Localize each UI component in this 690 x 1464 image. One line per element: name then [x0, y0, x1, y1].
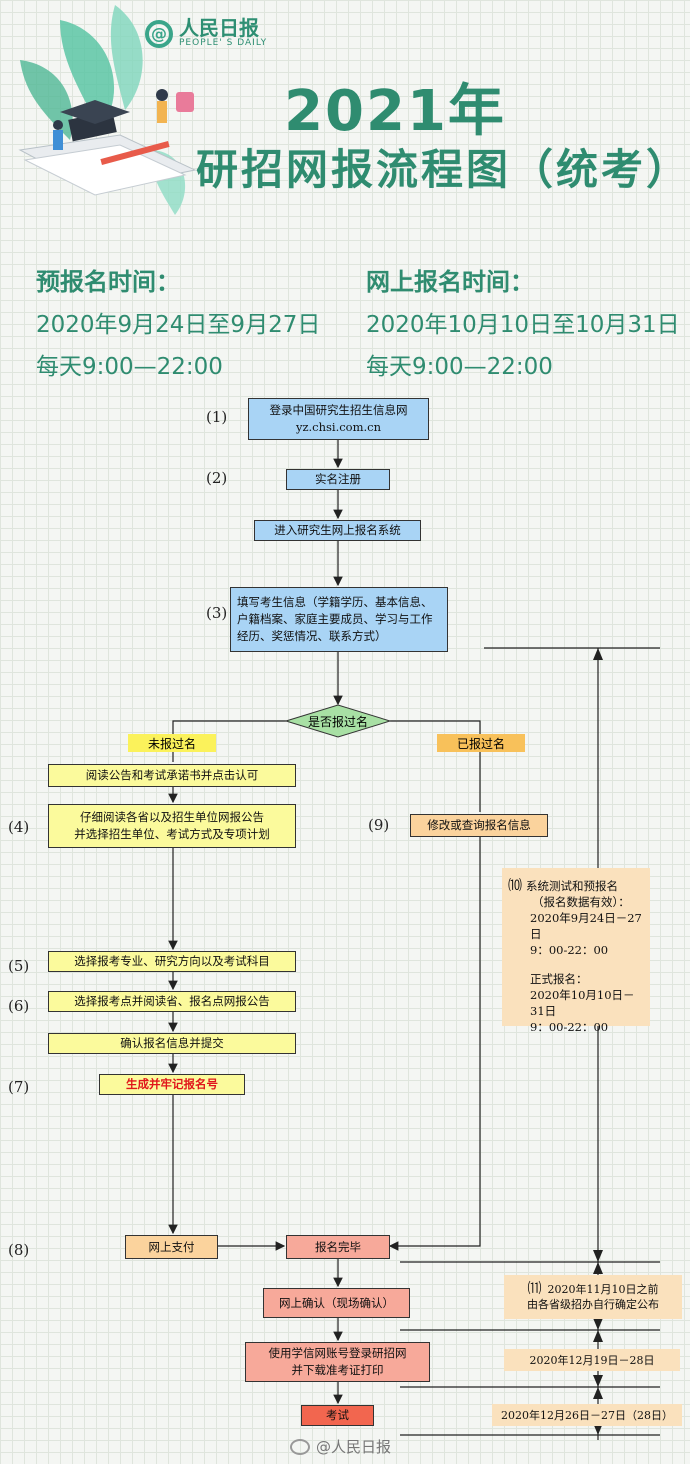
note-line: 2020年9月24日－27日 [530, 911, 642, 941]
weibo-icon [290, 1438, 310, 1455]
logo: @ 人民日报 PEOPLE' S DAILY [145, 18, 267, 49]
exam-period-note: 2020年12月26日－27日（28日） [492, 1404, 682, 1426]
note-line: 2020年10月10日－31日 [530, 988, 635, 1018]
step-number: ⑾ [527, 1281, 542, 1297]
online-registration-hours: 每天9:00—22:00 [366, 354, 553, 380]
connector [388, 837, 481, 1251]
book-page [23, 144, 187, 196]
step-number: ⑽ [508, 878, 522, 894]
note-line: 正式报名： [530, 972, 588, 986]
pencil [100, 141, 170, 165]
online-registration-heading: 网上报名时间： [366, 268, 534, 296]
arrowhead [593, 1387, 603, 1399]
note-line: （报名数据有效）： [532, 895, 630, 909]
person-body [53, 130, 63, 150]
watermark: @人民日报 [290, 1436, 391, 1457]
choose-major-step-box: 选择报考专业、研究方向以及考试科目 [48, 951, 296, 972]
online-registration-date: 2020年10月10日至10月31日 [366, 312, 680, 338]
title-year: 2021年 [284, 79, 506, 144]
print-period-note: 2020年12月19日－28日 [504, 1349, 680, 1371]
read-detail-step-box: 仔细阅读各省以及招生单位网报公告 并选择招生单位、考试方式及专项计划 [48, 804, 296, 848]
arrowhead [593, 1250, 603, 1262]
login-step-text: 登录中国研究生招生信息网 [269, 403, 408, 417]
confirm-submit-step-box: 确认报名信息并提交 [48, 1033, 296, 1054]
modify-info-step-box: 修改或查询报名信息 [410, 814, 548, 837]
pre-registration-hours: 每天9:00—22:00 [36, 354, 223, 380]
note-line: 9：00-22：00 [530, 943, 609, 957]
step-number: (3) [206, 604, 228, 622]
arrowhead [593, 1262, 603, 1274]
note-line: 系统测试和预报名 [526, 879, 618, 893]
confirmation-period-note: ⑾ 2020年11月10日之前 由各省级招办自行确定公布 [504, 1275, 682, 1319]
register-step-box: 实名注册 [286, 469, 390, 490]
note-line: 2020年11月10日之前 [547, 1283, 659, 1296]
step-number: (5) [8, 957, 30, 975]
exam-step-box: 考试 [301, 1405, 374, 1426]
read-detail-line: 并选择招生单位、考试方式及专项计划 [74, 827, 270, 841]
leaf-shape [110, 5, 143, 110]
enter-system-step-box: 进入研究生网上报名系统 [254, 520, 421, 541]
choose-site-step-box: 选择报考点并阅读省、报名点网报公告 [48, 991, 296, 1012]
page-title: 研招网报流程图（统考） [196, 145, 690, 194]
arrowhead [593, 1375, 603, 1387]
pre-registration-heading: 预报名时间： [36, 268, 180, 296]
branch-registered-label: 已报过名 [437, 734, 525, 752]
print-admission-step-box: 使用学信网账号登录研招网 并下载准考证打印 [245, 1342, 430, 1382]
read-notice-step-box: 阅读公告和考试承诺书并点击认可 [48, 764, 296, 787]
arrowhead [593, 1330, 603, 1342]
note-line: 9：00-22：00 [530, 1020, 609, 1034]
decision-diamond [284, 704, 392, 738]
step-number: (2) [206, 469, 228, 487]
decision-label: 是否报过名 [307, 714, 368, 729]
fill-info-step-box: 填写考生信息（学籍学历、基本信息、户籍档案、家庭主要成员、学习与工作经历、奖惩情… [230, 587, 448, 652]
registration-complete-step-box: 报名完毕 [286, 1235, 390, 1259]
branch-not-registered-label: 未报过名 [128, 734, 216, 752]
step-number: (9) [368, 816, 390, 834]
arrowhead [593, 1423, 603, 1435]
coffee-cup [176, 92, 194, 112]
pre-registration-date: 2020年9月24日至9月27日 [36, 312, 321, 338]
login-step-url: yz.chsi.com.cn [295, 420, 382, 434]
person-body [157, 101, 167, 123]
registration-period-note: ⑽ 系统测试和预报名 （报名数据有效）： 2020年9月24日－27日 9：00-… [502, 868, 650, 1034]
connector [390, 720, 481, 812]
confirmation-step-box: 网上确认（现场确认） [263, 1288, 410, 1318]
note-line: 由各省级招办自行确定公布 [527, 1298, 659, 1311]
header-illustration [18, 5, 197, 215]
arrowhead [593, 648, 603, 660]
logo-subtext: PEOPLE' S DAILY [179, 38, 268, 48]
generate-number-step-box: 生成并牢记报名号 [99, 1074, 245, 1095]
person-figure [156, 89, 168, 101]
person-figure [53, 120, 63, 130]
online-payment-step-box: 网上支付 [125, 1235, 218, 1259]
step-number: (6) [8, 997, 30, 1015]
step-number: (1) [206, 408, 228, 426]
watermark-text: @人民日报 [316, 1438, 392, 1456]
leaf-shape [20, 60, 73, 140]
step-number: (4) [8, 818, 30, 836]
login-step-box: 登录中国研究生招生信息网 yz.chsi.com.cn [248, 398, 429, 440]
cap-top [60, 100, 130, 124]
at-icon: @ [145, 19, 173, 48]
logo-text: 人民日报 [179, 16, 259, 40]
arrowhead [593, 1318, 603, 1330]
read-detail-line: 仔细阅读各省以及招生单位网报公告 [80, 810, 264, 824]
step-number: (7) [8, 1078, 30, 1096]
print-admission-line: 使用学信网账号登录研招网 [268, 1346, 407, 1360]
print-admission-line: 并下载准考证打印 [291, 1363, 384, 1377]
step-number: (8) [8, 1241, 30, 1259]
